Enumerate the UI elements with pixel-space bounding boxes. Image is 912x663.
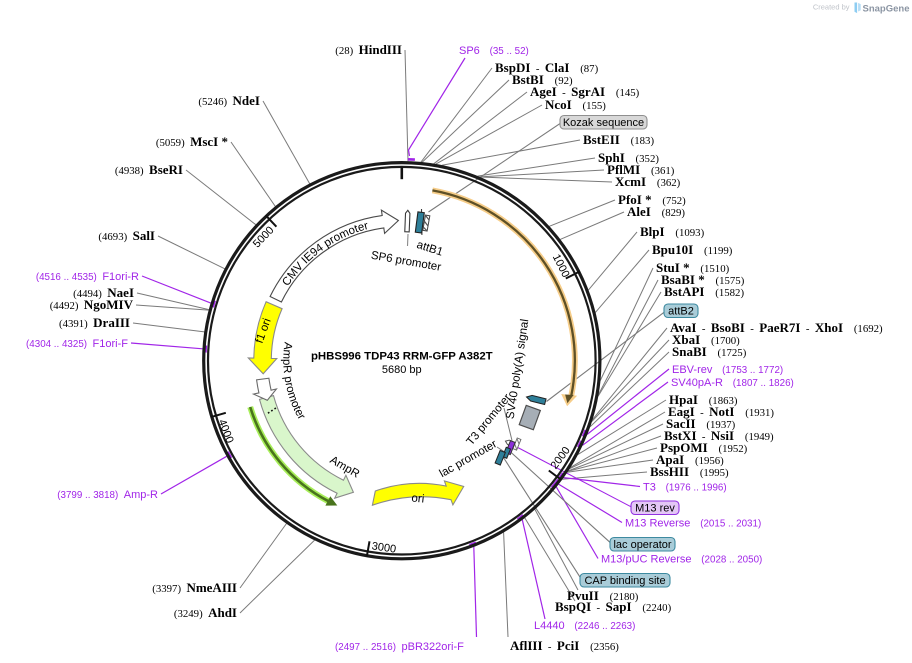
svg-text:SacII (1937): SacII (1937) <box>666 416 736 431</box>
svg-text:XbaI (1700): XbaI (1700) <box>672 332 740 347</box>
svg-text:BstAPI (1582): BstAPI (1582) <box>664 284 744 299</box>
svg-text:PspOMI (1952): PspOMI (1952) <box>660 440 748 455</box>
svg-text:L4440 (2246 .. 2263): L4440 (2246 .. 2263) <box>534 620 635 632</box>
svg-text:(3799 .. 3818) Amp-R: (3799 .. 3818) Amp-R <box>57 489 158 501</box>
svg-text:EBV-rev (1753 .. 1772): EBV-rev (1753 .. 1772) <box>672 364 783 376</box>
svg-text:BstBI (92): BstBI (92) <box>512 72 573 87</box>
svg-text:(5059) MscI *: (5059) MscI * <box>156 134 228 149</box>
svg-text:NcoI (155): NcoI (155) <box>545 97 606 112</box>
svg-text:(4494) NaeI: (4494) NaeI <box>73 285 134 300</box>
svg-text:3000: 3000 <box>371 540 397 555</box>
svg-text:(5246) NdeI: (5246) NdeI <box>198 93 260 108</box>
svg-text:ori: ori <box>411 492 425 505</box>
svg-text:PfoI * (752): PfoI * (752) <box>618 192 686 207</box>
svg-text:(2497 .. 2516) pBR322ori-F: (2497 .. 2516) pBR322ori-F <box>335 641 464 653</box>
svg-text:Created by: Created by <box>813 3 850 12</box>
svg-text:(4516 .. 4535) F1ori-R: (4516 .. 4535) F1ori-R <box>36 271 139 283</box>
svg-text:M13 rev: M13 rev <box>635 502 675 514</box>
svg-text:PflMI (361): PflMI (361) <box>607 162 675 177</box>
svg-text:AflIII - PciI (2356): AflIII - PciI (2356) <box>510 638 619 653</box>
svg-text:SphI (352): SphI (352) <box>598 150 659 165</box>
svg-text:BspDI - ClaI (87): BspDI - ClaI (87) <box>495 60 599 75</box>
svg-text:SP6 (35 .. 52): SP6 (35 .. 52) <box>459 45 529 57</box>
svg-text:T3 (1976 .. 1996): T3 (1976 .. 1996) <box>643 482 727 494</box>
svg-text:SV40pA-R (1807 .. 1826): SV40pA-R (1807 .. 1826) <box>671 377 794 389</box>
svg-text:(4693) SalI: (4693) SalI <box>98 228 155 243</box>
svg-text:SnapGene: SnapGene <box>863 4 910 15</box>
svg-text:AleI (829): AleI (829) <box>627 204 685 219</box>
svg-text:5680 bp: 5680 bp <box>382 364 422 376</box>
svg-text:M13/pUC Reverse (2028 .. 2050: M13/pUC Reverse (2028 .. 2050) <box>601 554 762 566</box>
svg-text:EagI - NotI (1931): EagI - NotI (1931) <box>668 404 774 419</box>
svg-text:XcmI (362): XcmI (362) <box>615 174 681 189</box>
svg-text:BssHII (1995): BssHII (1995) <box>650 464 729 479</box>
svg-text:BsaBI * (1575): BsaBI * (1575) <box>661 272 745 287</box>
svg-text:attB2: attB2 <box>668 305 694 317</box>
svg-text:(4304 .. 4325) F1ori-F: (4304 .. 4325) F1ori-F <box>26 338 128 350</box>
svg-text:(28) HindIII: (28) HindIII <box>335 42 402 57</box>
svg-text:BstXI - NsiI (1949): BstXI - NsiI (1949) <box>664 428 774 443</box>
svg-text:(4938) BseRI: (4938) BseRI <box>115 162 183 177</box>
svg-text:pHBS996 TDP43 RRM-GFP A382T: pHBS996 TDP43 RRM-GFP A382T <box>311 351 493 363</box>
svg-text:BstEII (183): BstEII (183) <box>583 132 654 147</box>
svg-text:AvaI - BsoBI - PaeR7I - XhoI: AvaI - BsoBI - PaeR7I - XhoI (1692) <box>670 320 883 335</box>
svg-text:(4492) NgoMIV: (4492) NgoMIV <box>50 297 134 312</box>
svg-text:SnaBI (1725): SnaBI (1725) <box>672 344 747 359</box>
svg-text:BlpI (1093): BlpI (1093) <box>640 224 705 239</box>
svg-text:Bpu10I (1199): Bpu10I (1199) <box>652 242 733 257</box>
svg-text:(3249) AhdI: (3249) AhdI <box>174 605 237 620</box>
svg-text:CAP binding site: CAP binding site <box>584 575 665 587</box>
svg-text:lac operator: lac operator <box>613 539 671 551</box>
svg-text:(3397) NmeAIII: (3397) NmeAIII <box>152 580 237 595</box>
svg-text:AgeI - SgrAI (145): AgeI - SgrAI (145) <box>530 84 640 99</box>
svg-text:BspQI - SapI (2240): BspQI - SapI (2240) <box>555 599 672 614</box>
svg-text:StuI * (1510): StuI * (1510) <box>656 260 730 275</box>
svg-text:Kozak sequence: Kozak sequence <box>563 117 644 129</box>
svg-text:ApaI (1956): ApaI (1956) <box>656 452 724 467</box>
svg-text:HpaI (1863): HpaI (1863) <box>669 392 738 407</box>
svg-text:(4391) DraIII: (4391) DraIII <box>59 315 130 330</box>
svg-text:M13 Reverse (2015 .. 2031): M13 Reverse (2015 .. 2031) <box>625 518 761 530</box>
svg-text:PvuII (2180): PvuII (2180) <box>567 588 639 603</box>
